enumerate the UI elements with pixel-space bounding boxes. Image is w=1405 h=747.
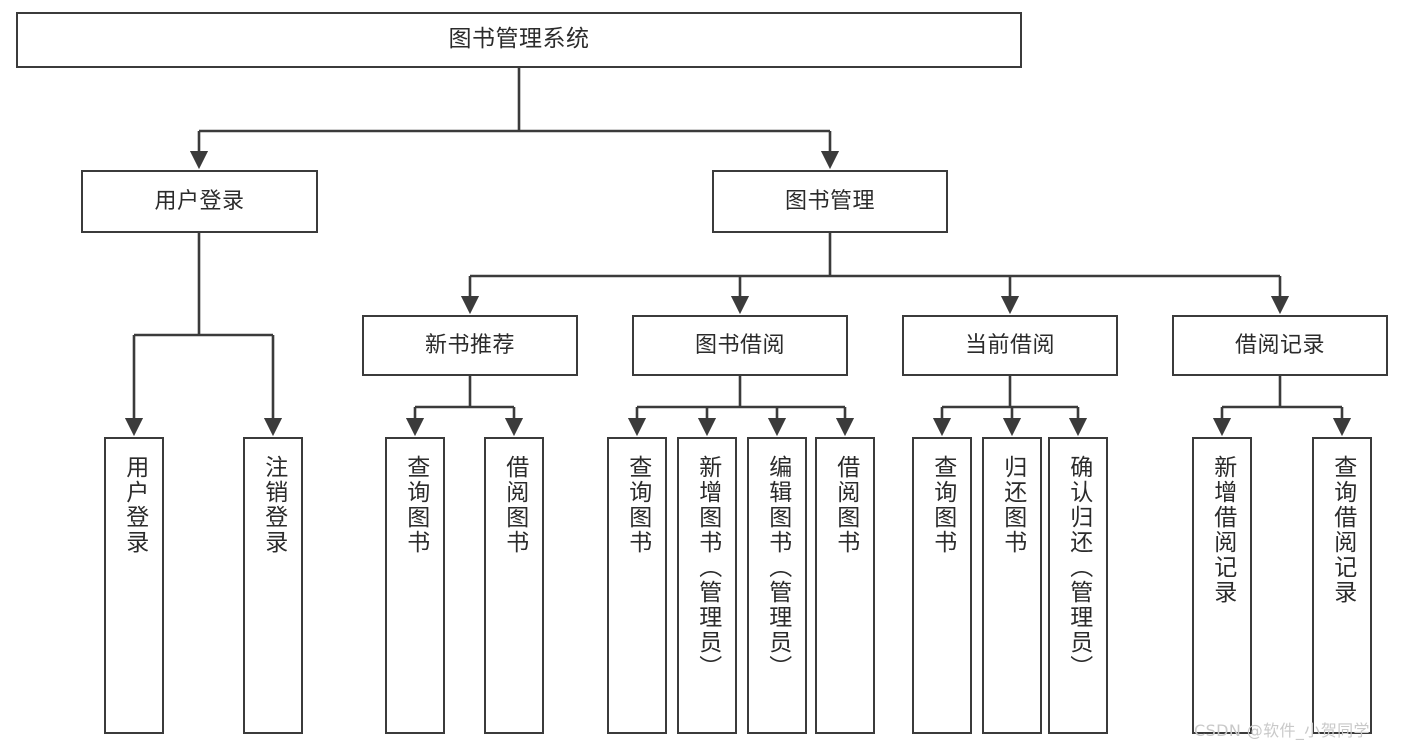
node-label: 图书管理系统 bbox=[448, 26, 590, 53]
node-label: 查询图书 bbox=[929, 455, 956, 555]
leaf-add-borrow-record[interactable]: 新增借阅记录 bbox=[1192, 437, 1252, 734]
node-label: 图书管理 bbox=[784, 188, 875, 214]
node-label: 用户登录 bbox=[154, 188, 245, 214]
node-label: 新增借阅记录 bbox=[1209, 455, 1236, 605]
node-label: 借阅图书 bbox=[501, 455, 528, 555]
node-label: 新书推荐 bbox=[424, 332, 515, 358]
node-label: 图书借阅 bbox=[694, 332, 785, 358]
node-label: 编辑图书（管理员） bbox=[764, 455, 791, 680]
leaf-borrow-book-recommend[interactable]: 借阅图书 bbox=[484, 437, 544, 734]
leaf-return-book[interactable]: 归还图书 bbox=[982, 437, 1042, 734]
node-label: 注销登录 bbox=[260, 455, 287, 555]
leaf-borrow-book[interactable]: 借阅图书 bbox=[815, 437, 875, 734]
node-label: 查询借阅记录 bbox=[1329, 455, 1356, 605]
node-new-book-recommend[interactable]: 新书推荐 bbox=[362, 315, 578, 376]
node-root-system[interactable]: 图书管理系统 bbox=[16, 12, 1022, 68]
leaf-confirm-return-admin[interactable]: 确认归还（管理员） bbox=[1048, 437, 1108, 734]
node-label: 用户登录 bbox=[121, 455, 148, 555]
node-book-borrow[interactable]: 图书借阅 bbox=[632, 315, 848, 376]
node-label: 新增图书（管理员） bbox=[694, 455, 721, 680]
leaf-user-login[interactable]: 用户登录 bbox=[104, 437, 164, 734]
node-label: 确认归还（管理员） bbox=[1065, 455, 1092, 680]
node-user-login[interactable]: 用户登录 bbox=[81, 170, 318, 233]
leaf-query-borrow-record[interactable]: 查询借阅记录 bbox=[1312, 437, 1372, 734]
node-book-management[interactable]: 图书管理 bbox=[712, 170, 948, 233]
node-label: 当前借阅 bbox=[964, 332, 1055, 358]
node-borrow-record[interactable]: 借阅记录 bbox=[1172, 315, 1388, 376]
node-current-borrow[interactable]: 当前借阅 bbox=[902, 315, 1118, 376]
node-label: 借阅图书 bbox=[832, 455, 859, 555]
node-label: 查询图书 bbox=[624, 455, 651, 555]
leaf-query-book-recommend[interactable]: 查询图书 bbox=[385, 437, 445, 734]
node-label: 归还图书 bbox=[999, 455, 1026, 555]
leaf-logout[interactable]: 注销登录 bbox=[243, 437, 303, 734]
leaf-query-book-current[interactable]: 查询图书 bbox=[912, 437, 972, 734]
watermark-text: CSDN @软件_小贺同学 bbox=[1194, 721, 1370, 740]
leaf-query-book-borrow[interactable]: 查询图书 bbox=[607, 437, 667, 734]
leaf-edit-book-admin[interactable]: 编辑图书（管理员） bbox=[747, 437, 807, 734]
node-label: 查询图书 bbox=[402, 455, 429, 555]
node-label: 借阅记录 bbox=[1234, 332, 1325, 358]
leaf-add-book-admin[interactable]: 新增图书（管理员） bbox=[677, 437, 737, 734]
